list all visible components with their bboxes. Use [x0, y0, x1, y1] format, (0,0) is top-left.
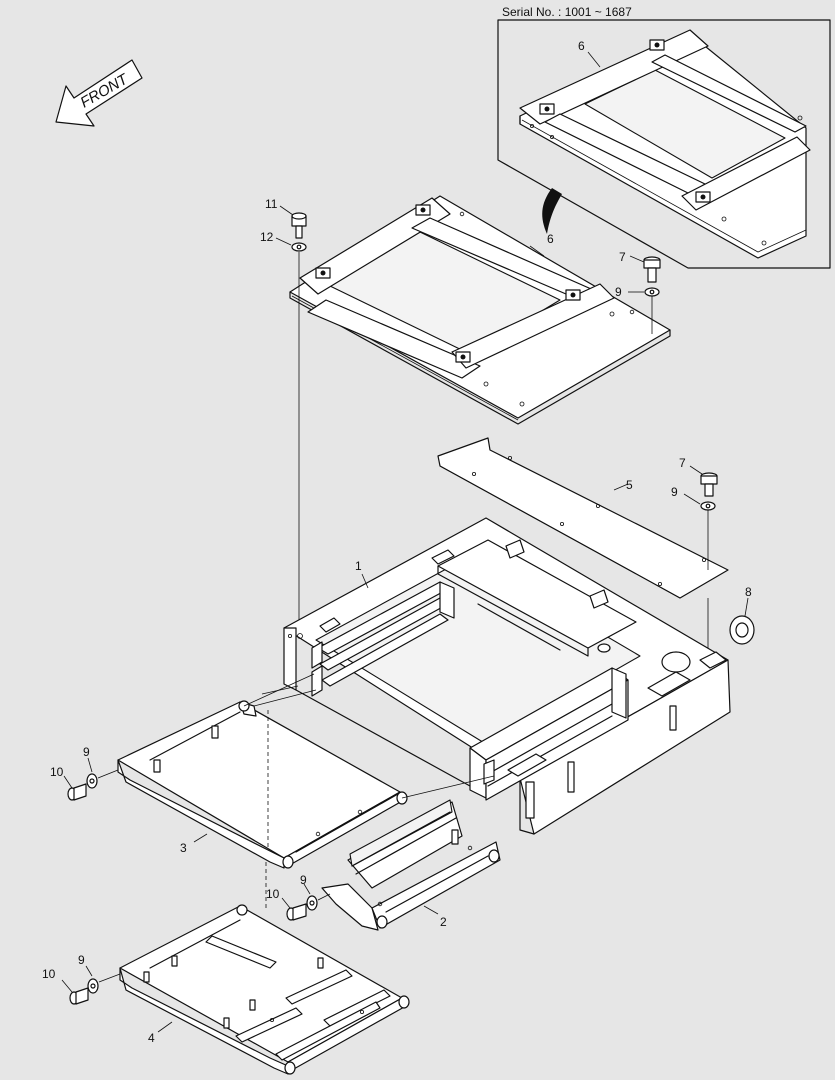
callout-10-bottom: 10 — [42, 967, 56, 981]
callout-4: 4 — [148, 1031, 155, 1045]
serial-number-label: Serial No. : 1001 ~ 1687 — [502, 5, 632, 19]
callout-2: 2 — [440, 915, 447, 929]
tray-4 — [119, 904, 410, 1075]
cover-plate-5 — [437, 437, 729, 599]
bolt-7-mid — [700, 472, 718, 497]
callout-10-left: 10 — [50, 765, 64, 779]
serial-inset: Serial No. : 1001 ~ 1687 6 — [497, 5, 831, 269]
bolt-11 — [291, 212, 307, 239]
callout-6: 6 — [547, 232, 554, 246]
seat-plate-6 — [289, 195, 671, 425]
callout-9-center: 9 — [300, 873, 307, 887]
tray-3 — [117, 700, 408, 869]
bolt-10-center — [286, 903, 307, 921]
inset-seat-plate — [519, 29, 811, 259]
bolt-7-top — [643, 256, 661, 283]
callout-9-bottom: 9 — [78, 953, 85, 967]
callout-9-mid: 9 — [671, 485, 678, 499]
main-frame-1 — [283, 517, 731, 835]
callout-9-left: 9 — [83, 745, 90, 759]
variant-pointer — [542, 188, 562, 234]
grommet-8 — [729, 615, 755, 645]
callout-7-top: 7 — [619, 250, 626, 264]
callout-11: 11 — [265, 197, 278, 211]
callout-7-mid: 7 — [679, 456, 686, 470]
callout-12: 12 — [260, 230, 274, 244]
front-arrow: FRONT — [55, 59, 143, 127]
callout-1: 1 — [355, 559, 362, 573]
bolt-10-bottom — [69, 987, 89, 1005]
callout-8: 8 — [745, 585, 752, 599]
callout-9-top: 9 — [615, 285, 622, 299]
callout-inset-6: 6 — [578, 39, 585, 53]
callout-5: 5 — [626, 478, 633, 492]
rail-bracket-2 — [321, 799, 501, 931]
callout-10-center: 10 — [266, 887, 280, 901]
callout-3: 3 — [180, 841, 187, 855]
